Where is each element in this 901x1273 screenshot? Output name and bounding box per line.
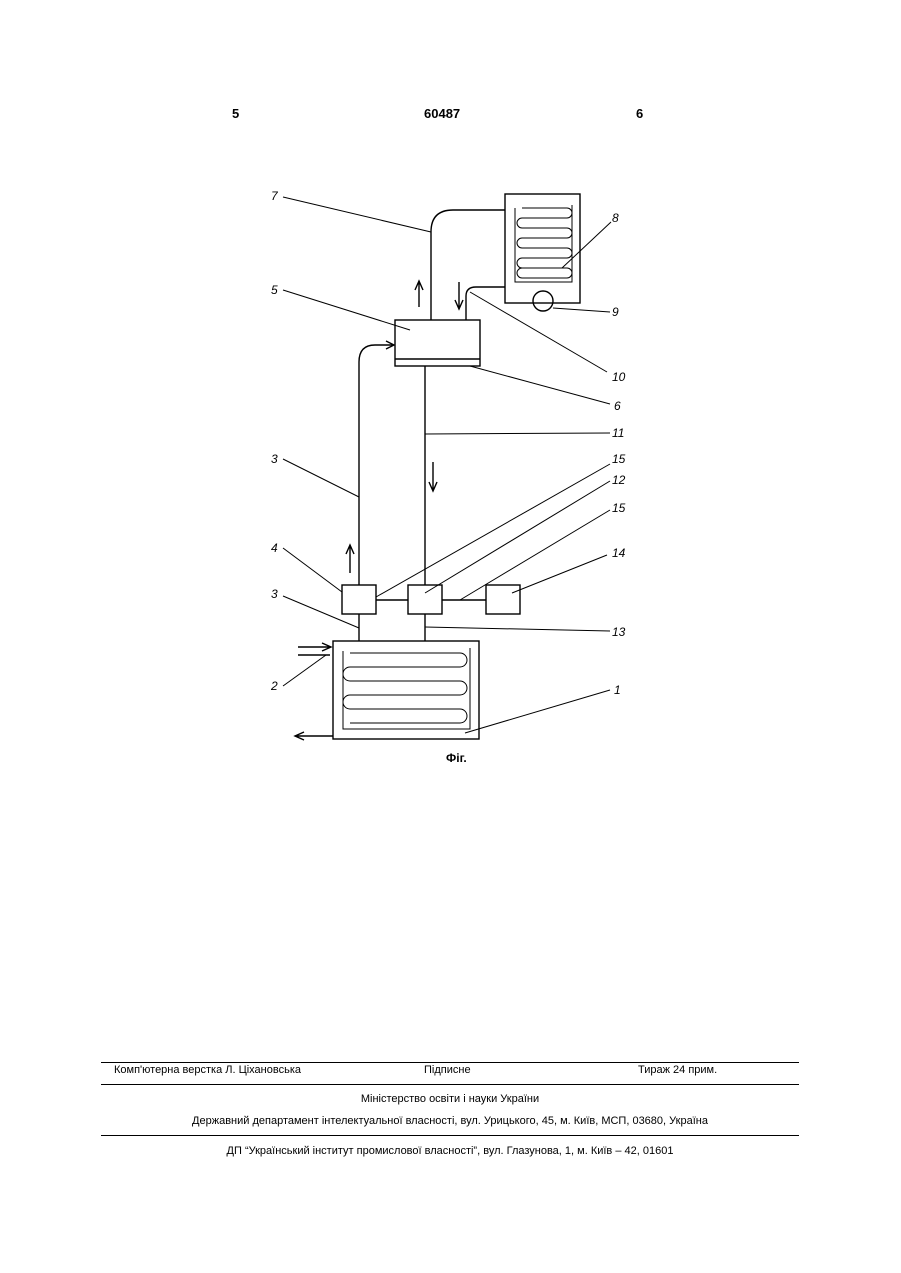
signed-note: Підписне [424,1064,471,1076]
figure-caption: Фіг. [446,751,467,765]
label-4: 4 [271,541,278,555]
label-15-upper: 15 [612,452,626,466]
label-3-upper: 3 [271,452,278,466]
label-12: 12 [612,473,626,487]
pipe-7 [431,210,505,320]
unit-8-heat-exchanger [505,194,580,303]
pipe-3-upper [359,345,393,585]
label-15-lower: 15 [612,501,626,515]
department-line: Державний департамент інтелектуальної вл… [101,1115,799,1127]
label-5: 5 [271,283,278,297]
label-11: 11 [612,426,624,440]
typesetter-credit: Комп'ютерна верстка Л. Ціхановська [114,1064,301,1076]
circulation-note: Тираж 24 прим. [638,1064,717,1076]
label-8: 8 [612,211,619,225]
label-14: 14 [612,546,626,560]
footer-rule-top [101,1062,799,1063]
ministry-line: Міністерство освіти і науки України [101,1093,799,1105]
technical-drawing: 7 8 9 5 10 6 11 3 15 12 15 4 14 3 13 2 1… [0,0,901,800]
label-7: 7 [271,189,279,203]
pipe-10 [466,287,505,320]
footer-rule-bottom [101,1135,799,1136]
label-1: 1 [614,683,621,697]
label-6: 6 [614,399,621,413]
institute-line: ДП “Український інститут промислової вла… [101,1145,799,1157]
label-3-lower: 3 [271,587,278,601]
pump-9 [533,291,553,311]
label-13: 13 [612,625,626,639]
label-10: 10 [612,370,626,384]
footer-rule-middle [101,1084,799,1085]
label-9: 9 [612,305,619,319]
unit-1-heat-exchanger [333,641,479,739]
flow-arrows [295,281,463,740]
label-2: 2 [270,679,278,693]
unit-5 [395,320,480,366]
